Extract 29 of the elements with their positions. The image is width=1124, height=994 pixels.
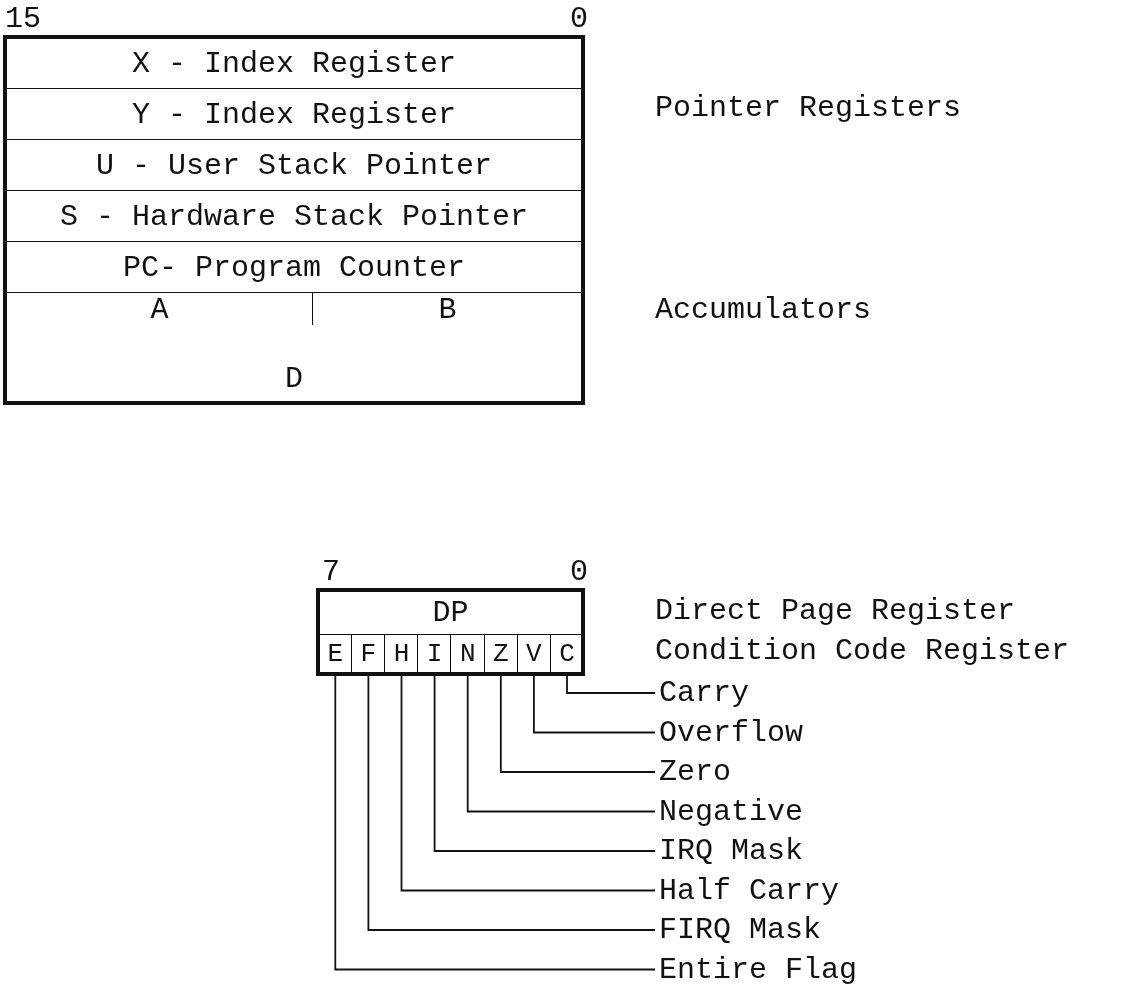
flag-name: Carry	[655, 675, 915, 711]
leader-line	[334, 673, 656, 971]
flag-name: Zero	[655, 754, 915, 790]
bit-number: 15	[5, 4, 41, 34]
flag-bit: H	[384, 634, 419, 674]
flag-name: FIRQ Mask	[655, 912, 915, 948]
bit-number: 7	[322, 557, 340, 587]
flag-name: Negative	[655, 793, 915, 830]
leader-line	[566, 673, 656, 694]
flag-name: Half Carry	[655, 872, 915, 909]
flag-bit: N	[450, 634, 485, 674]
bit-number: 0	[570, 557, 588, 587]
leader-line	[499, 673, 656, 773]
flag-name: IRQ Mask	[655, 833, 915, 869]
register-group-label: Direct Page Register	[655, 596, 1016, 626]
flag-bit: I	[417, 634, 452, 674]
flag-name: Overflow	[655, 714, 915, 751]
flag-name: Entire Flag	[655, 951, 915, 988]
leader-line	[433, 673, 656, 852]
leader-line	[367, 673, 656, 931]
register-group-label: Condition Code Register	[655, 636, 1070, 666]
leader-line	[533, 673, 656, 734]
leader-line	[466, 673, 656, 813]
bit-number: 0	[570, 4, 588, 34]
register-group-label: Accumulators	[655, 295, 872, 325]
register-group-label: Pointer Registers	[655, 93, 962, 123]
leader-line	[400, 673, 656, 892]
register-half: B	[312, 292, 583, 327]
flag-bit: F	[351, 634, 386, 674]
